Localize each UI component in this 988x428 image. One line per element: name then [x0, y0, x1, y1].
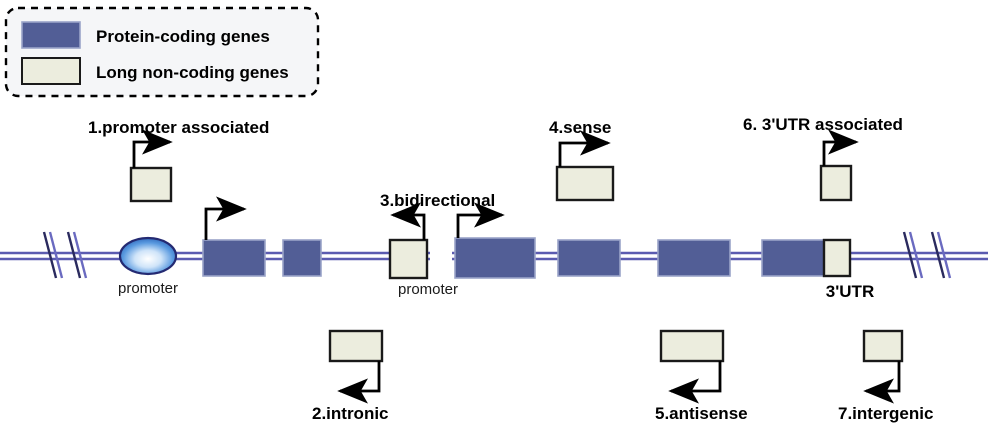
category-4-arrow-right-icon — [558, 130, 611, 167]
legend-label-protein-coding: Protein-coding genes — [96, 27, 270, 46]
three-utr-label: 3'UTR — [826, 282, 874, 301]
category-4-lncrna-box — [555, 165, 615, 202]
legend-item-lncrna: Long non-coding genes — [21, 57, 289, 85]
category-2-arrow-left-icon — [337, 361, 381, 404]
category-6-lncrna-box — [819, 164, 853, 202]
category-4-sense: 4.sense — [549, 118, 615, 202]
bidirectional-promoter-group: promoter — [388, 238, 458, 298]
promoter-bidirectional-label: promoter — [398, 281, 458, 298]
category-3-bidirectional: 3.bidirectional — [380, 191, 505, 240]
tss-arrow-left-gene — [204, 196, 247, 240]
category-1-arrow-right-icon — [132, 129, 173, 168]
category-5-antisense: 5.antisense — [655, 329, 748, 423]
category-4-label: 4.sense — [549, 118, 611, 137]
legend-label-lncrna: Long non-coding genes — [96, 63, 289, 82]
break-mark-left — [42, 231, 88, 279]
category-7-label: 7.intergenic — [838, 404, 933, 423]
category-5-lncrna-box — [659, 329, 725, 363]
category-7-intergenic: 7.intergenic — [838, 329, 933, 423]
legend: Protein-coding genes Long non-coding gen… — [4, 6, 320, 98]
three-utr-box — [822, 238, 852, 278]
category-6-label: 6. 3'UTR associated — [743, 115, 903, 134]
promoter-ellipse — [118, 236, 178, 276]
legend-swatch-lncrna — [21, 57, 81, 85]
bidirectional-promoter-box — [388, 238, 429, 280]
category-6-3utr-associated: 6. 3'UTR associated — [743, 115, 903, 202]
category-7-lncrna-box — [862, 329, 904, 363]
category-2-label: 2.intronic — [312, 404, 389, 423]
category-7-arrow-left-icon — [863, 361, 901, 404]
exon-left-2 — [282, 239, 322, 277]
category-1-promoter-associated: 1.promoter associated — [88, 118, 269, 203]
category-1-lncrna-box — [129, 166, 173, 203]
exon-right-1 — [454, 237, 536, 279]
category-5-label: 5.antisense — [655, 404, 748, 423]
category-3-label: 3.bidirectional — [380, 191, 495, 210]
category-3-arrow-left-icon — [390, 202, 426, 240]
exon-left-1 — [202, 239, 266, 277]
category-3-arrow-right-icon — [456, 202, 505, 238]
exon-right-2 — [557, 239, 621, 277]
category-1-label: 1.promoter associated — [88, 118, 269, 137]
category-6-arrow-right-icon — [822, 129, 859, 166]
promoter-ellipse-group: promoter — [118, 236, 178, 297]
category-2-lncrna-box — [328, 329, 384, 363]
exon-right-4 — [761, 239, 825, 277]
promoter-left-label: promoter — [118, 280, 178, 297]
category-2-intronic: 2.intronic — [312, 329, 389, 423]
category-5-arrow-left-icon — [668, 361, 722, 404]
legend-item-protein-coding: Protein-coding genes — [21, 21, 270, 49]
break-mark-right — [902, 231, 952, 279]
legend-swatch-protein-coding — [21, 21, 81, 49]
legend-border — [4, 6, 320, 98]
exon-right-3 — [657, 239, 731, 277]
